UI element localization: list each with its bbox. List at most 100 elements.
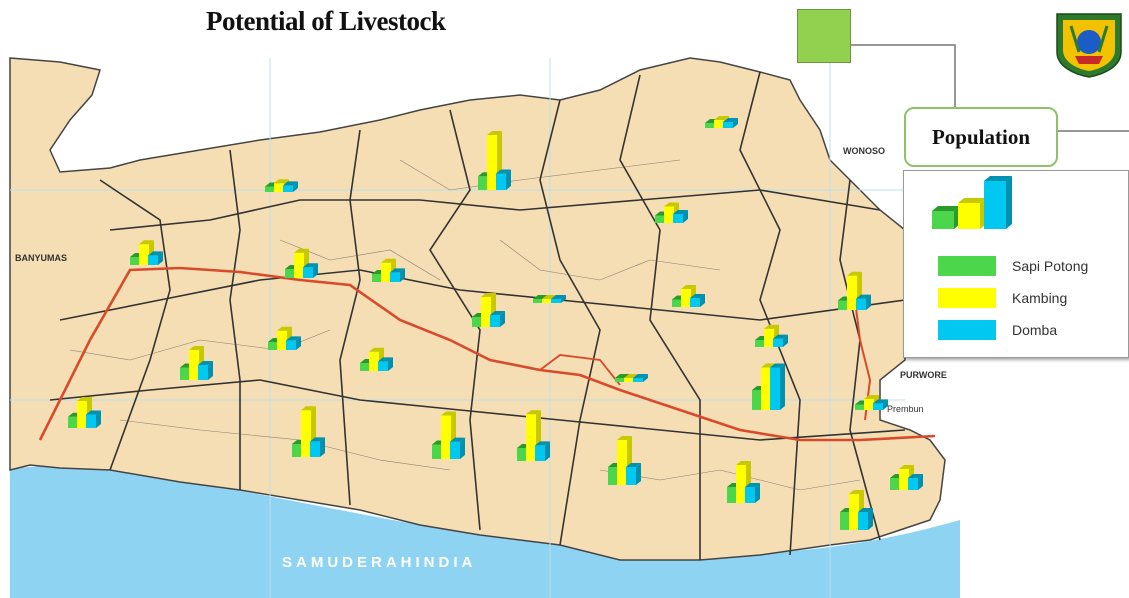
bar-side xyxy=(783,334,788,347)
bar-marker xyxy=(268,326,301,350)
bar-top xyxy=(681,285,696,289)
bar-top xyxy=(369,347,384,352)
bar-sapi-potong xyxy=(727,487,737,503)
bar-kambing xyxy=(441,415,451,459)
bar-sapi-potong xyxy=(360,363,370,371)
bar-marker xyxy=(608,436,641,485)
bar-top xyxy=(849,490,864,494)
bar-top xyxy=(139,240,154,245)
bar-marker xyxy=(432,411,465,459)
bar-side xyxy=(96,410,101,428)
bar-marker xyxy=(180,346,213,380)
bar-side xyxy=(388,357,393,371)
bar-marker xyxy=(472,293,505,327)
bar-top xyxy=(856,294,871,299)
bar-kambing xyxy=(764,328,774,347)
bar-sapi-potong xyxy=(285,269,295,278)
bar-top xyxy=(481,293,496,297)
bar-side xyxy=(866,294,871,310)
bar-marker xyxy=(372,258,405,282)
bar-top xyxy=(764,324,779,329)
bar-sapi-potong xyxy=(517,448,527,461)
bar-side xyxy=(208,361,213,380)
region-label-banyumas: BANYUMAS xyxy=(15,253,68,263)
bar-domba xyxy=(86,414,96,428)
bar-sapi-potong xyxy=(705,123,715,128)
bar-top xyxy=(770,363,785,368)
bar-domba xyxy=(723,122,733,128)
bar-kambing xyxy=(681,289,691,307)
bar-top xyxy=(294,248,309,253)
bar-top xyxy=(390,268,405,273)
bar-sapi-potong xyxy=(533,299,543,303)
bar-side xyxy=(296,336,301,350)
bar-marker xyxy=(130,240,163,265)
bar-top xyxy=(723,118,738,122)
bar-sapi-potong xyxy=(292,444,302,457)
bar-top xyxy=(864,395,879,399)
bar-domba xyxy=(908,478,918,490)
bar-side xyxy=(545,441,550,461)
legend-swatch-blue xyxy=(938,320,996,340)
bar-top xyxy=(490,311,505,315)
bar-domba xyxy=(450,441,460,459)
bar-top xyxy=(690,294,705,298)
main-road xyxy=(38,266,936,442)
bar-sapi-potong xyxy=(268,342,278,350)
bar-domba xyxy=(310,441,320,457)
bar-sapi-potong xyxy=(752,390,762,410)
bar-marker xyxy=(265,179,298,192)
bar-side xyxy=(500,311,505,327)
bar-domba xyxy=(690,298,700,307)
bar-sapi-potong xyxy=(130,257,140,265)
bar-top xyxy=(283,181,298,186)
bar-top xyxy=(773,334,788,339)
bar-sapi-potong xyxy=(432,444,442,459)
bar-sapi-potong xyxy=(372,274,382,282)
green-square-shape xyxy=(797,9,851,63)
bar-kambing xyxy=(487,135,497,190)
bar-sapi-potong xyxy=(672,299,682,307)
bar-side xyxy=(561,295,566,303)
bar-kambing xyxy=(714,120,724,128)
bar-marker xyxy=(615,374,648,382)
bar-kambing xyxy=(624,378,634,382)
bar-sapi-potong xyxy=(68,416,78,428)
bar-top xyxy=(310,437,325,442)
bar-marker xyxy=(752,363,785,410)
bar-top xyxy=(535,441,550,446)
bar-marker xyxy=(533,295,566,303)
legend: Sapi Potong Kambing Domba xyxy=(903,170,1129,358)
bar-domba xyxy=(858,512,868,530)
bar-domba xyxy=(378,361,388,371)
bar-domba xyxy=(286,340,296,350)
bar-top xyxy=(286,336,301,341)
bar-top xyxy=(873,399,888,404)
bar-domba xyxy=(283,185,293,192)
bar-top xyxy=(899,465,914,469)
bar-kambing xyxy=(899,469,909,490)
bar-top xyxy=(664,202,679,207)
bar-side xyxy=(733,118,738,128)
bar-domba xyxy=(303,267,313,278)
sea-label: SAMUDERAHINDIA xyxy=(282,554,477,571)
bar-kambing xyxy=(189,350,199,380)
bar-domba xyxy=(490,315,500,327)
bar-domba xyxy=(626,467,636,485)
bar-top xyxy=(189,346,204,350)
bar-marker xyxy=(285,248,318,278)
bar-top xyxy=(526,410,541,415)
bar-domba xyxy=(496,173,506,190)
bar-top xyxy=(551,295,566,299)
bar-sapi-potong xyxy=(615,378,625,382)
bar-side xyxy=(293,181,298,192)
bar-top xyxy=(86,410,101,415)
district-borders xyxy=(49,71,906,560)
bar-kambing xyxy=(381,262,391,282)
bar-top xyxy=(847,271,862,276)
bar-marker xyxy=(655,202,688,223)
bar-top xyxy=(148,251,163,256)
bar-markers xyxy=(68,116,923,530)
legend-item-domba: Domba xyxy=(938,320,1057,340)
